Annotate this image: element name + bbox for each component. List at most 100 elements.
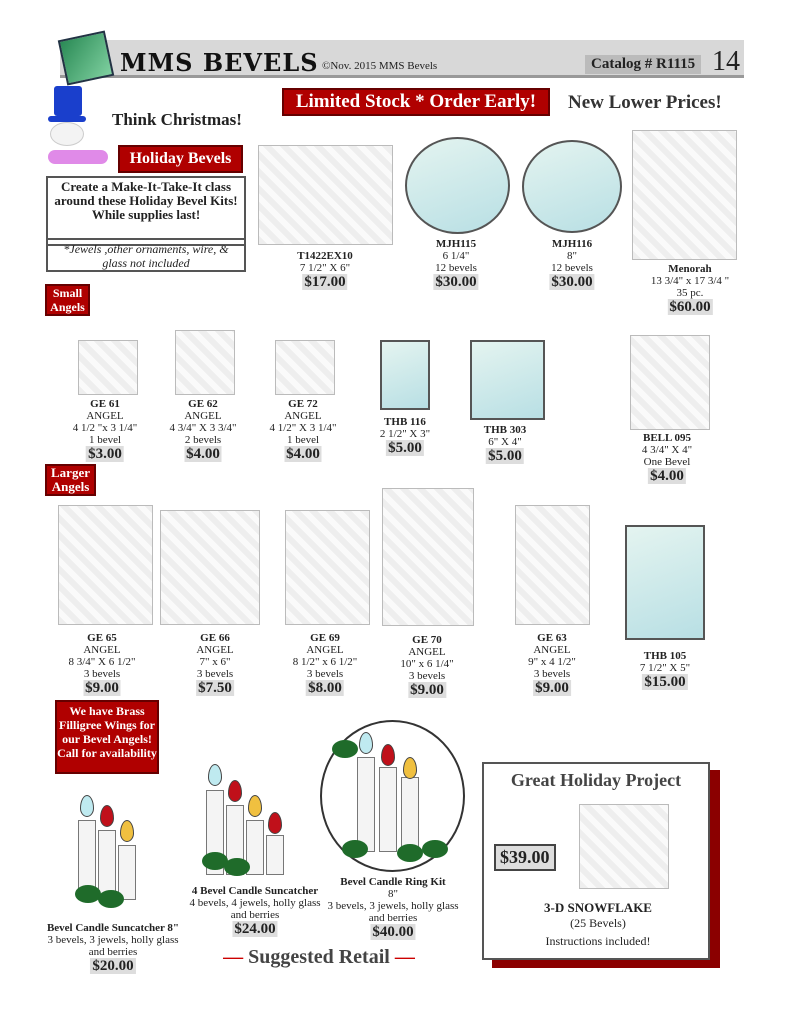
product-code: GE 63	[537, 632, 567, 644]
holiday-bevels-label: Holiday Bevels	[118, 145, 243, 173]
product-code: 4 Bevel Candle Suncatcher	[191, 885, 319, 897]
snowflake-3d-image	[579, 804, 669, 889]
brass-wings-note: We have Brass Filligree Wings for our Be…	[55, 700, 159, 774]
product-detail: 7 1/2" X 6"	[299, 262, 351, 274]
product-code: Bevel Candle Suncatcher 8"	[46, 922, 180, 934]
product-detail: 12 bevels	[435, 262, 477, 274]
product-price: $20.00	[90, 958, 136, 974]
product-detail: 8 1/2" x 6 1/2"	[292, 656, 358, 668]
product-detail: ANGEL	[83, 644, 121, 656]
product-code: GE 66	[200, 632, 230, 644]
product-code: GE 65	[87, 632, 117, 644]
mjh116-snowflake-image	[522, 140, 622, 233]
thb105-image	[625, 525, 705, 640]
product-price: $15.00	[642, 674, 688, 690]
product-detail: 7" x 6"	[199, 656, 231, 668]
product-detail: ANGEL	[306, 644, 344, 656]
product-detail: 3 bevels	[83, 668, 121, 680]
snowman-icon	[48, 86, 108, 166]
joy-ornament-image	[258, 145, 393, 245]
limited-stock-banner: Limited Stock * Order Early!	[282, 88, 550, 116]
product-code: Menorah	[668, 263, 712, 275]
ge70-image	[382, 488, 474, 626]
ge61-image	[78, 340, 138, 395]
product-price: $30.00	[433, 274, 479, 290]
ge62-image	[175, 330, 235, 395]
product-detail: 3 bevels	[196, 668, 234, 680]
product-code: GE 62	[188, 398, 218, 410]
product-detail: 2 bevels	[184, 434, 222, 446]
project-title: Great Holiday Project	[510, 770, 682, 790]
product-code: THB 116	[384, 416, 426, 428]
larger-angels-label: Larger Angels	[45, 464, 96, 496]
product-price: $9.00	[533, 680, 571, 696]
product-code: T1422EX10	[297, 250, 353, 262]
product-code: Bevel Candle Ring Kit	[340, 876, 446, 888]
product-detail: ANGEL	[408, 646, 446, 658]
ge72-image	[275, 340, 335, 395]
product-detail: 7 1/2" X 5"	[639, 662, 691, 674]
product-detail: 1 bevel	[286, 434, 320, 446]
product-detail: 4 3/4" X 4"	[641, 444, 693, 456]
product-detail: One Bevel	[643, 456, 691, 468]
product-detail: 12 bevels	[551, 262, 593, 274]
think-christmas: Think Christmas!	[112, 110, 242, 129]
product-code: BELL 095	[642, 432, 691, 444]
product-price: $24.00	[232, 921, 278, 937]
ge69-image	[285, 510, 370, 625]
project-count: (25 Bevels)	[570, 916, 626, 930]
product-detail: ANGEL	[184, 410, 222, 422]
small-angels-label: Small Angels	[45, 284, 90, 316]
product-detail: and berries	[88, 946, 138, 958]
product-detail: 6" X 4"	[488, 436, 522, 448]
product-price: $4.00	[184, 446, 222, 462]
product-detail: 35 pc.	[676, 287, 704, 299]
four-candle-suncatcher-image	[200, 760, 290, 880]
product-detail: and berries	[230, 909, 280, 921]
product-detail: and berries	[368, 912, 418, 924]
product-detail: 4 3/4" X 3 3/4"	[169, 422, 237, 434]
project-name: 3-D SNOWFLAKE	[544, 900, 652, 915]
product-detail: 3 bevels	[533, 668, 571, 680]
product-detail: 8 3/4" X 6 1/2"	[68, 656, 136, 668]
product-code: MJH115	[435, 238, 477, 250]
product-price: $3.00	[86, 446, 124, 462]
thb303-image	[470, 340, 545, 420]
not-included-note: *Jewels ,other ornaments, wire, & glass …	[46, 238, 246, 272]
product-detail: ANGEL	[284, 410, 322, 422]
suggested-retail-text: Suggested Retail	[248, 946, 390, 968]
product-price: $9.00	[83, 680, 121, 696]
product-price: $5.00	[386, 440, 424, 456]
product-code: MJH116	[551, 238, 593, 250]
lower-prices-banner: New Lower Prices!	[568, 92, 722, 113]
product-detail: 3 bevels, 3 jewels, holly glass	[47, 934, 179, 946]
product-price: $17.00	[302, 274, 348, 290]
product-price: $7.50	[196, 680, 234, 696]
product-detail: 6 1/4"	[442, 250, 470, 262]
product-label: Bevel Candle Suncatcher 8"3 bevels, 3 je…	[47, 922, 179, 975]
product-detail: 3 bevels	[408, 670, 446, 682]
product-price: $5.00	[486, 448, 524, 464]
product-detail: 10" x 6 1/4"	[400, 658, 454, 670]
product-detail: 1 bevel	[88, 434, 122, 446]
menorah-image	[632, 130, 737, 260]
class-promo: Create a Make-It-Take-It class around th…	[46, 176, 246, 246]
product-detail: 2 1/2" X 3"	[379, 428, 431, 440]
logo-icon	[57, 30, 115, 86]
ge65-image	[58, 505, 153, 625]
product-detail: 9" x 4 1/2"	[528, 656, 576, 668]
product-price: $9.00	[408, 682, 446, 698]
